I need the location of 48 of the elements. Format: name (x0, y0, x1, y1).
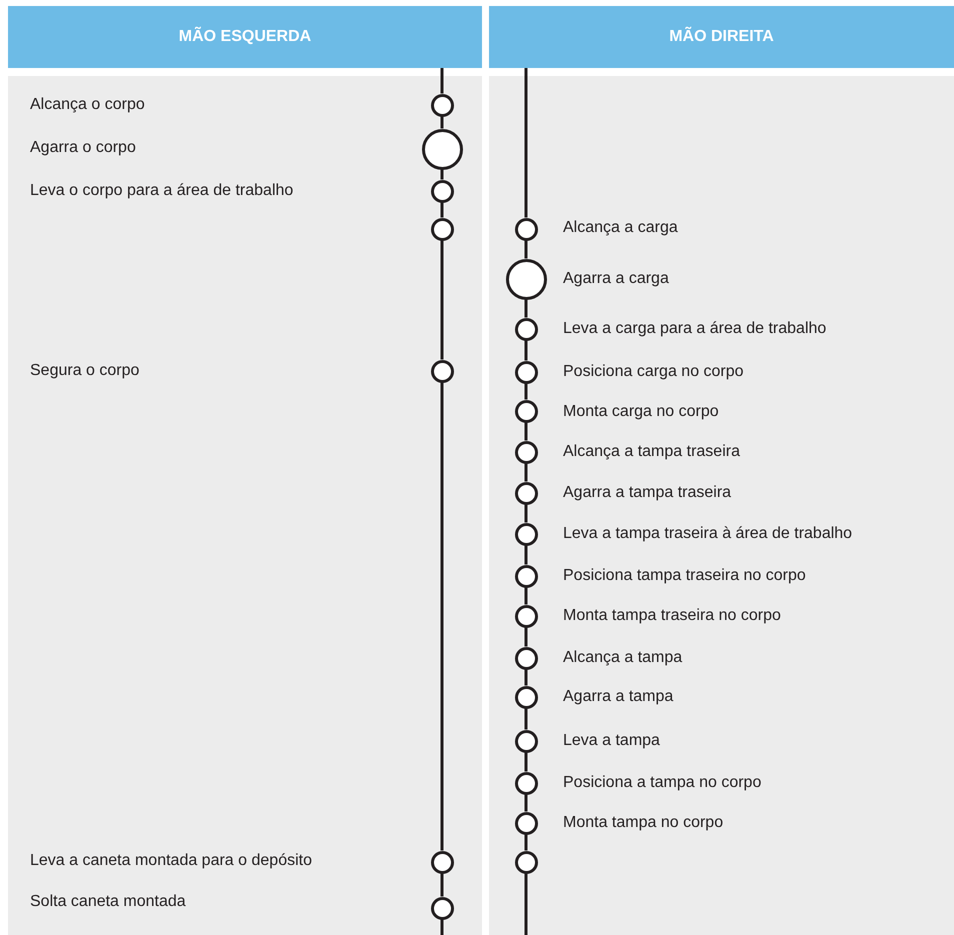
timeline-line (524, 628, 528, 646)
step-label: Agarra a carga (563, 269, 669, 289)
timeline-line (524, 240, 528, 258)
timeline-line (440, 874, 444, 896)
step-label: Agarra o corpo (30, 138, 136, 158)
step-label: Alcança a carga (563, 218, 678, 238)
column-header: MÃO ESQUERDA (8, 6, 482, 68)
step-label: Leva a tampa (563, 731, 660, 751)
step-label: Agarra a tampa (563, 687, 674, 707)
step-label: Posiciona tampa traseira no corpo (563, 566, 806, 586)
timeline-line (524, 300, 528, 318)
step-label: Leva a tampa traseira à área de trabalho (563, 524, 852, 544)
timeline-line (524, 874, 528, 935)
timeline-line (440, 202, 444, 218)
timeline-line (524, 422, 528, 440)
step-label: Alcança a tampa traseira (563, 442, 740, 462)
step-label: Segura o corpo (30, 361, 140, 381)
timeline-line (440, 240, 444, 360)
step-label: Leva o corpo para a área de trabalho (30, 181, 294, 201)
timeline-line (524, 384, 528, 400)
step-label: Leva a carga para a área de trabalho (563, 319, 826, 339)
timeline-line (440, 116, 444, 128)
timeline-line (524, 708, 528, 730)
timeline-line (524, 794, 528, 812)
column-header: MÃO DIREITA (489, 6, 954, 68)
step-label: Alcança o corpo (30, 95, 145, 115)
timeline-line (524, 68, 528, 218)
step-label: Monta tampa traseira no corpo (563, 606, 781, 626)
timeline-line (440, 68, 444, 94)
step-label: Monta tampa no corpo (563, 813, 724, 833)
timeline-line (524, 834, 528, 850)
step-label: Leva a caneta montada para o depósito (30, 851, 312, 871)
step-label: Monta carga no corpo (563, 402, 719, 422)
timeline-line (524, 340, 528, 360)
timeline-line (440, 920, 444, 935)
timeline-line (524, 752, 528, 772)
timeline-line (524, 464, 528, 482)
timeline-line (524, 588, 528, 604)
step-label: Agarra a tampa traseira (563, 483, 732, 503)
timeline-line (524, 670, 528, 686)
timeline-line (524, 504, 528, 522)
step-label: Posiciona carga no corpo (563, 362, 744, 382)
step-label: Posiciona a tampa no corpo (563, 773, 762, 793)
timeline-line (440, 170, 444, 180)
step-label: Alcança a tampa (563, 648, 682, 668)
timeline-line (440, 382, 444, 850)
timeline-line (524, 546, 528, 564)
step-label: Solta caneta montada (30, 892, 186, 912)
